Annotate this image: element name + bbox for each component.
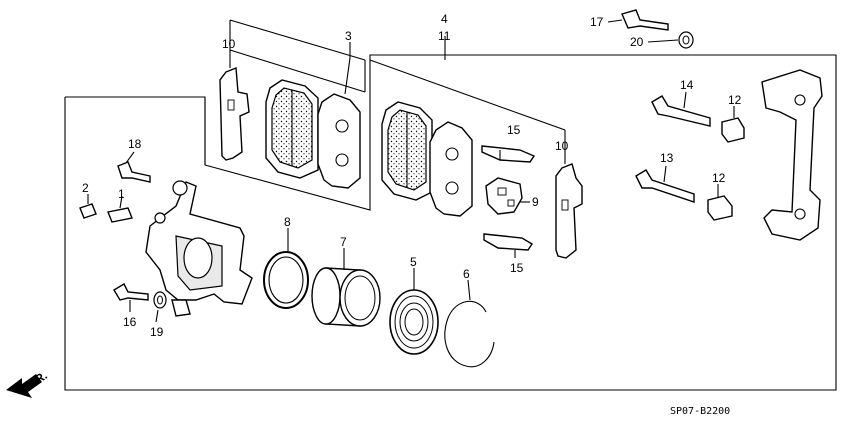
callout-16: 16 — [123, 315, 137, 329]
pad-retainer-clip-upper — [481, 145, 536, 163]
callout-17: 17 — [590, 15, 604, 29]
callout-12a: 12 — [728, 93, 742, 107]
boot-set-ring — [444, 279, 495, 368]
assembly-frame — [64, 54, 837, 391]
piston-dust-boot — [389, 268, 439, 355]
callout-9: 9 — [532, 195, 539, 209]
pin-boot-lower — [707, 184, 733, 221]
bleeder-screw — [107, 195, 133, 223]
guide-pin-upper — [651, 91, 711, 127]
caliper-bolt-lower — [113, 283, 149, 312]
caliper-bracket — [761, 69, 823, 241]
pad-retainer-clip-lower — [483, 233, 533, 258]
pad-backing-plate-inner — [429, 121, 473, 217]
callout-5: 5 — [410, 255, 417, 269]
caliper-bolt-upper — [117, 151, 151, 183]
callout-8: 8 — [284, 215, 291, 229]
callout-2: 2 — [82, 181, 89, 195]
callout-14: 14 — [680, 78, 694, 92]
callout-3: 3 — [345, 29, 352, 43]
callout-15b: 15 — [510, 261, 524, 275]
callout-11: 11 — [438, 29, 451, 43]
bleeder-cap — [79, 194, 97, 219]
callout-labels: 1 2 3 4 5 6 7 8 9 10 10 11 12 12 13 14 1… — [82, 12, 742, 339]
caliper-body — [145, 180, 253, 317]
callout-4: 4 — [441, 12, 448, 26]
callout-18: 18 — [128, 137, 142, 151]
callout-12b: 12 — [712, 171, 726, 185]
caliper-piston — [311, 248, 381, 327]
callout-15a: 15 — [507, 123, 521, 137]
pin-boot-upper — [721, 106, 745, 143]
callout-10b: 10 — [555, 139, 569, 153]
callout-19: 19 — [150, 325, 164, 339]
bracket-washer — [647, 31, 694, 49]
callout-13: 13 — [660, 151, 674, 165]
pad-spring — [485, 177, 530, 215]
brake-pad-outer — [265, 79, 319, 179]
guide-pin-lower — [635, 165, 695, 203]
pad-shim-outer — [219, 50, 250, 161]
sealing-washer — [153, 291, 167, 323]
callout-20: 20 — [630, 35, 644, 49]
pad-shim-inner — [555, 130, 583, 259]
callout-1: 1 — [118, 187, 125, 201]
callout-6: 6 — [463, 267, 470, 281]
front-direction-arrow: FR. — [6, 368, 50, 398]
callout-10a: 10 — [222, 37, 236, 51]
callout-7: 7 — [340, 235, 347, 249]
pad-backing-plate — [317, 57, 361, 189]
bracket-bolt — [607, 9, 669, 31]
brake-pad-inner — [381, 101, 433, 201]
piston-seal — [263, 228, 309, 309]
diagram-code: SP07-B2200 — [670, 406, 730, 417]
